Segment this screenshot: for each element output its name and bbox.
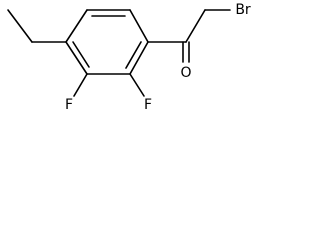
ring-bond-c6-c1 [129, 9, 149, 43]
chemical-structure-diagram: O Br F F [7, 2, 251, 113]
c2-fluorine-bond [129, 73, 145, 97]
fluorine-3-label: F [65, 97, 73, 113]
fluorine-2-label: F [144, 97, 152, 113]
ring-bond-c3-c4-inner [72, 41, 90, 68]
c3-fluorine-bond [73, 73, 88, 97]
ring-bond-c1-c2-inner [125, 41, 142, 69]
ring-bond-c1-c2 [129, 41, 149, 75]
ethyl-terminal-bond [7, 9, 33, 43]
bromine-label: Br [235, 2, 251, 18]
oxygen-label: O [180, 65, 191, 81]
carbonyl-ch2-bond [185, 9, 206, 43]
ring-bond-c3-c4 [65, 41, 88, 75]
ring-bond-c4-c5 [65, 9, 88, 43]
